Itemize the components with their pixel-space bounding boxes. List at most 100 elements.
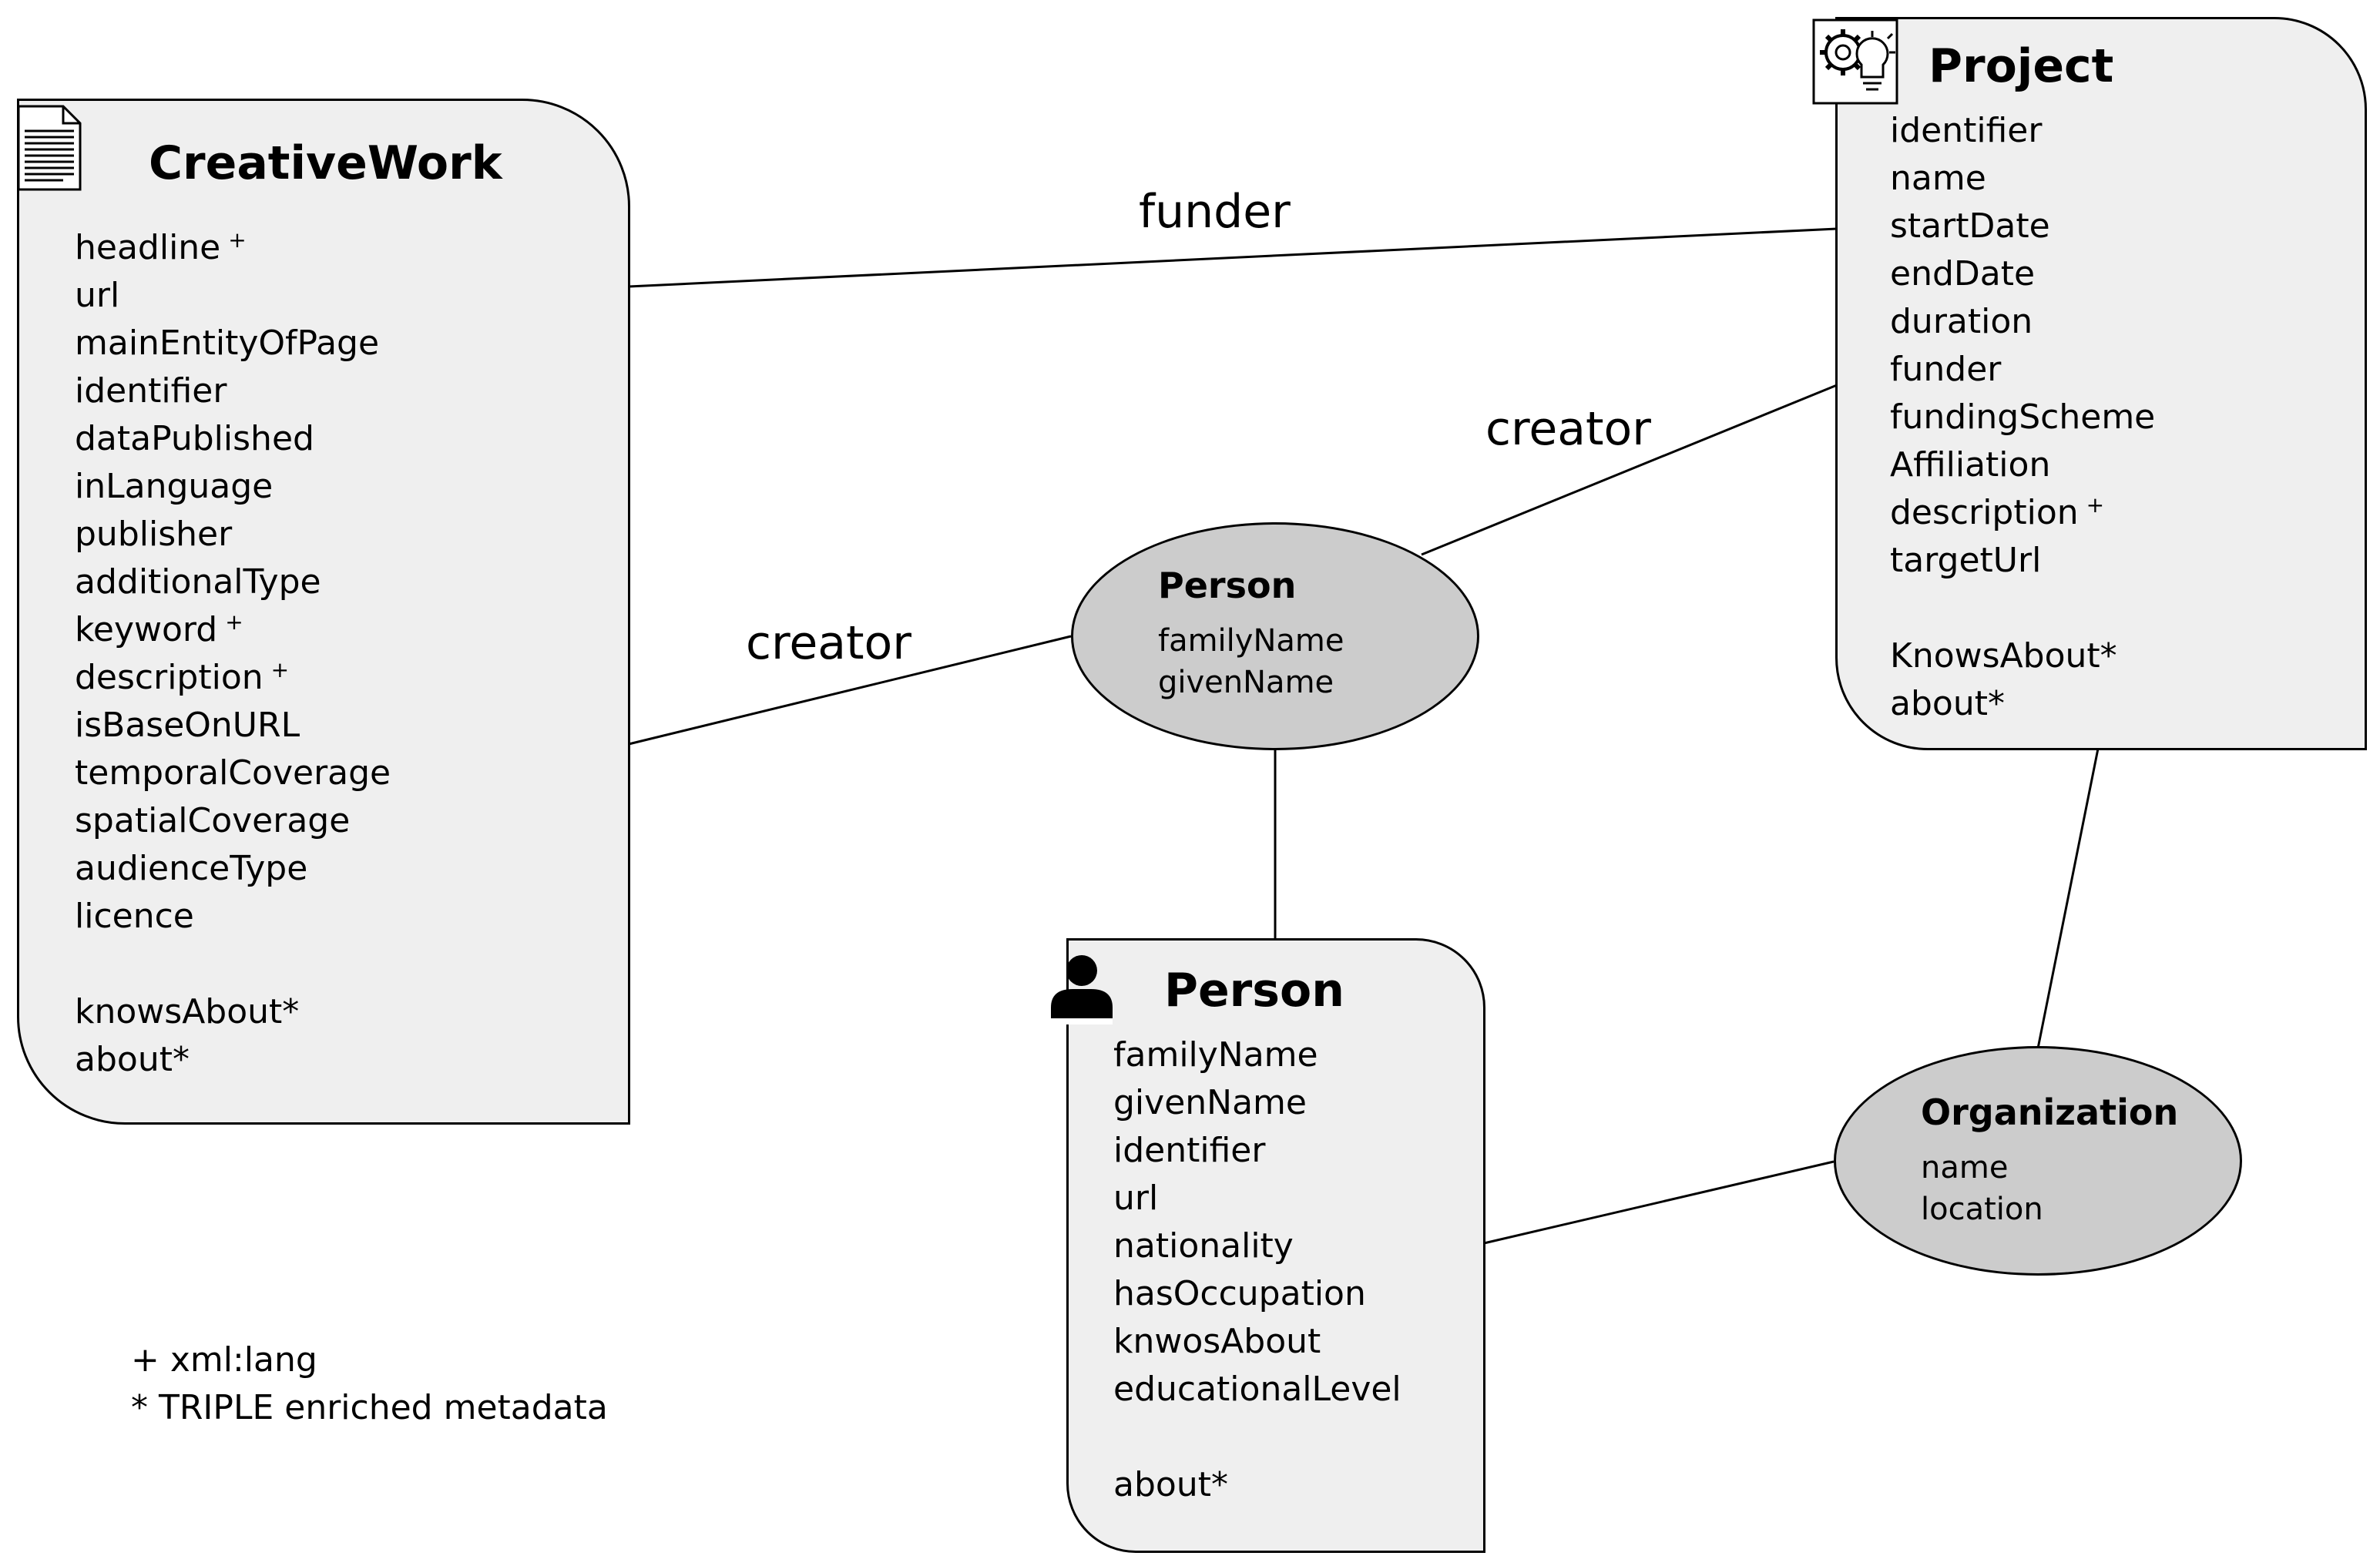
ellipse-title: Person [1158,565,1297,606]
attribute-name: Affiliation [1890,445,2051,485]
attribute-item: headline + [75,224,391,272]
attribute-item: identifier [75,367,391,415]
organization-ellipse: Organization name location [1834,1046,2242,1276]
attribute-item: spatialCoverage [75,797,391,845]
attribute-item: licence [75,893,391,941]
attribute-item: url [75,272,391,320]
attribute-spacer [75,941,391,988]
attribute-list: name location [1921,1147,2043,1230]
attribute-name: publisher [75,515,233,554]
relation-label-creator-work: creator [746,616,911,670]
attribute-name: hasOccupation [1113,1274,1366,1313]
attribute-item: identifier [1890,107,2155,155]
attribute-item: givenName [1113,1079,1401,1127]
attribute-item: temporalCoverage [75,749,391,797]
attribute-name: inLanguage [75,467,274,506]
attribute-name: keyword [75,610,218,649]
attribute-name: funder [1890,350,2002,389]
attribute-item: location [1921,1192,2043,1227]
attribute-name: fundingScheme [1890,397,2156,437]
attribute-name: spatialCoverage [75,801,351,840]
attribute-name: knowsAbout* [75,992,300,1031]
gear-lightbulb-icon [1812,18,1898,105]
entity-title: CreativeWork [149,136,502,190]
attribute-item: educationalLevel [1113,1366,1401,1413]
xml-lang-marker: + [225,609,243,635]
attribute-name: name [1890,159,1986,198]
entity-title: Person [1164,964,1344,1018]
entity-title: Project [1929,39,2114,93]
attribute-item: endDate [1890,250,2155,298]
attribute-item: duration [1890,298,2155,346]
attribute-item: about* [75,1036,391,1084]
attribute-item: audienceType [75,845,391,893]
attribute-item: description + [1890,489,2155,537]
xml-lang-marker: + [2086,492,2105,518]
legend-item-xml-lang: + xml:lang [131,1340,317,1380]
attribute-item: familyName [1113,1031,1401,1079]
attribute-name: givenName [1113,1083,1307,1122]
attribute-name: about* [1113,1465,1228,1504]
attribute-item: KnowsAbout* [1890,632,2155,680]
attribute-item: isBaseOnURL [75,702,391,749]
attribute-name: endDate [1890,254,2036,293]
person-icon [1051,955,1113,1024]
funder-line [628,227,1838,288]
attribute-name: identifier [1113,1131,1266,1170]
attribute-name: nationality [1113,1226,1294,1266]
attribute-item: funder [1890,346,2155,394]
attribute-item: name [1921,1150,2009,1185]
person-to-organization-line [1483,1160,1835,1245]
attribute-item: dataPublished [75,415,391,463]
attribute-name: startDate [1890,206,2050,246]
attribute-item: additionalType [75,558,391,606]
attribute-spacer [1890,585,2155,632]
attribute-name: headline [75,228,221,267]
attribute-item: inLanguage [75,463,391,511]
attribute-item: knowsAbout* [75,988,391,1036]
attribute-item: givenName [1158,665,1334,700]
attribute-name: description [1890,493,2079,532]
attribute-name: about* [75,1040,190,1079]
attribute-item: name [1890,155,2155,203]
attribute-name: dataPublished [75,419,314,458]
attribute-name: url [1113,1179,1159,1218]
attribute-item: about* [1113,1461,1401,1509]
attribute-name: familyName [1113,1035,1318,1075]
project-to-organization-line [2036,748,2100,1049]
attribute-name: knwosAbout [1113,1322,1321,1361]
attribute-name: licence [75,897,194,936]
attribute-item: mainEntityOfPage [75,320,391,367]
attribute-name: mainEntityOfPage [75,324,380,363]
attribute-list: identifier name startDate endDate duration fu… [1890,107,2155,728]
relation-label-funder: funder [1139,185,1291,239]
attribute-list: familyName givenName identifier url national… [1113,1031,1401,1509]
attribute-item: description+ [75,654,391,702]
attribute-item: identifier [1113,1127,1401,1175]
attribute-item: targetUrl [1890,537,2155,585]
ellipse-title: Organization [1921,1092,2179,1133]
legend-item-triple: * TRIPLE enriched metadata [131,1388,608,1427]
xml-lang-marker: + [270,657,290,682]
project-entity: Project identifier name startDate endDate du… [1835,17,2367,750]
person-entity: Person familyName givenName identifier url n… [1066,938,1485,1553]
attribute-name: identifier [75,371,227,411]
creator-project-line [1421,384,1838,556]
attribute-item: nationality [1113,1222,1401,1270]
creator-work-line [628,635,1072,746]
xml-lang-marker: + [228,227,247,253]
attribute-item: Affiliation [1890,441,2155,489]
attribute-spacer [1113,1413,1401,1461]
attribute-item: hasOccupation [1113,1270,1401,1318]
attribute-name: educationalLevel [1113,1370,1401,1409]
attribute-name: temporalCoverage [75,753,391,793]
legend: + xml:lang * TRIPLE enriched metadata [131,1336,608,1432]
attribute-name: about* [1890,684,2005,723]
attribute-name: duration [1890,302,2033,341]
attribute-name: targetUrl [1890,541,2042,580]
attribute-name: identifier [1890,111,2043,150]
attribute-name: audienceType [75,849,308,888]
